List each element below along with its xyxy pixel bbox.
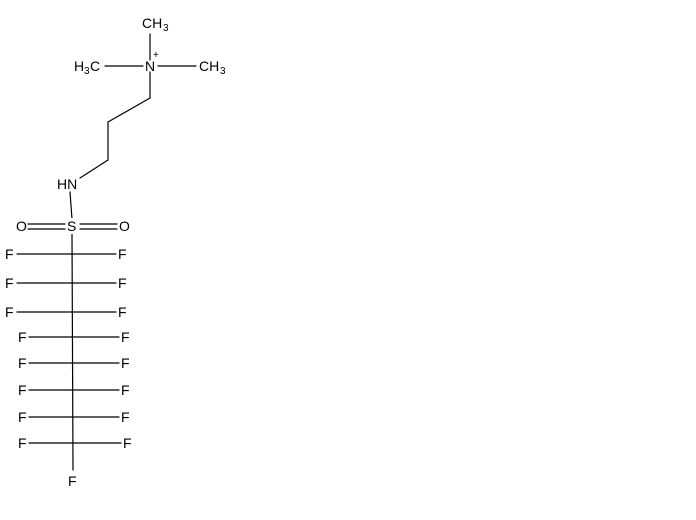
fluorine-7r: F — [121, 409, 130, 425]
carbon-backbone — [71, 233, 74, 471]
fluorine-4r: F — [121, 329, 130, 345]
fluorine-terminal: F — [68, 473, 77, 489]
amine-nh: HN — [57, 176, 77, 192]
oxygen-right: O — [119, 218, 130, 234]
methyl-top-c: CH — [142, 15, 162, 31]
methyl-left-sub: 3 — [84, 66, 90, 77]
bond-nh-s — [69, 191, 73, 220]
oxygen-left: O — [16, 218, 27, 234]
sulfur: S — [67, 218, 76, 234]
ammonium-nitrogen: N — [145, 58, 155, 74]
fluorine-8r: F — [123, 435, 132, 451]
fluorine-4l: F — [18, 329, 27, 345]
methyl-right-c: CH — [199, 58, 219, 74]
bonds — [16, 33, 197, 471]
fluorine-2r: F — [118, 275, 127, 291]
fluorine-3l: F — [5, 304, 14, 320]
fluorine-1l: F — [5, 246, 14, 262]
fluorine-6l: F — [18, 382, 27, 398]
fluorine-3r: F — [118, 304, 127, 320]
bond-c1-c2 — [107, 97, 151, 123]
methyl-left-h: H — [74, 58, 84, 74]
fluorine-7l: F — [18, 409, 27, 425]
methyl-top-sub: 3 — [163, 23, 169, 34]
fluorine-5r: F — [121, 355, 130, 371]
perfluoro-chain: F F F F F F F F F F F F F F F F F — [5, 246, 132, 489]
positive-charge: + — [153, 50, 159, 61]
fluorine-6r: F — [121, 382, 130, 398]
fluorine-2l: F — [5, 275, 14, 291]
fluorine-1r: F — [118, 246, 127, 262]
fluorine-5l: F — [18, 355, 27, 371]
ammonium-group: CH 3 H 3 C N + CH 3 — [74, 15, 226, 77]
sulfonamide-group: HN O S O — [16, 176, 130, 234]
methyl-right-sub: 3 — [220, 66, 226, 77]
methyl-left-c: C — [90, 58, 100, 74]
fluorine-8l: F — [18, 435, 27, 451]
bond-c3-nh — [79, 159, 109, 179]
